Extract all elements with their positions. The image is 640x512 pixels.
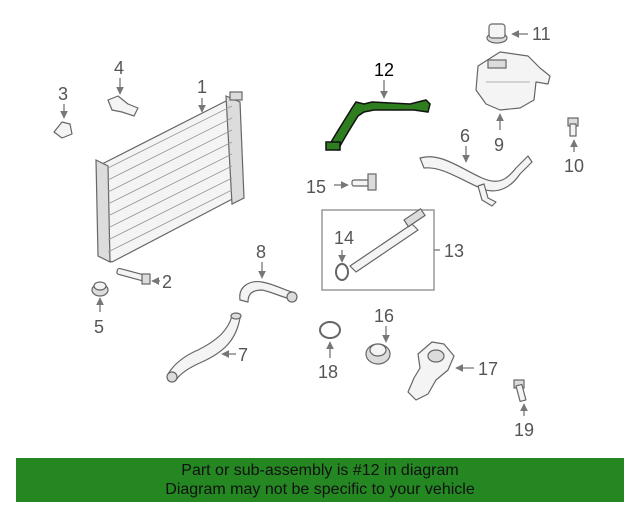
callout-13: 13 xyxy=(444,241,464,261)
callout-8: 8 xyxy=(256,242,266,262)
hose-part-6[interactable] xyxy=(419,155,533,207)
callout-7: 7 xyxy=(238,345,248,365)
bolt-part-15[interactable] xyxy=(351,173,377,191)
radiator-part[interactable] xyxy=(95,91,245,263)
mount-part-5[interactable] xyxy=(91,281,109,297)
clip-part-3[interactable] xyxy=(53,121,73,139)
bracket-part-4[interactable] xyxy=(107,95,139,117)
callout-9: 9 xyxy=(494,135,504,155)
callout-11: 11 xyxy=(532,24,551,44)
reservoir-part-9[interactable] xyxy=(475,51,551,111)
coolant-pipe-part-12[interactable] xyxy=(325,99,431,152)
callout-12: 12 xyxy=(374,60,394,80)
banner-line-1: Part or sub-assembly is #12 in diagram xyxy=(181,462,459,479)
callout-5: 5 xyxy=(94,317,104,337)
o-ring-part-14[interactable] xyxy=(335,263,349,281)
seal-part-18[interactable] xyxy=(319,321,341,339)
callout-4: 4 xyxy=(114,58,124,78)
housing-part-17[interactable] xyxy=(407,341,455,401)
callout-16: 16 xyxy=(374,306,394,326)
callout-6: 6 xyxy=(460,126,470,146)
callout-17: 17 xyxy=(478,359,498,379)
parts-diagram: 1 2 3 4 5 6 7 8 xyxy=(53,23,584,440)
bolt-part-2[interactable] xyxy=(116,267,151,285)
callout-3: 3 xyxy=(58,84,68,104)
callout-14: 14 xyxy=(334,228,354,248)
info-banner: Part or sub-assembly is #12 in diagram D… xyxy=(16,458,624,502)
banner-line-2: Diagram may not be specific to your vehi… xyxy=(165,481,475,498)
cap-part-11[interactable] xyxy=(486,23,508,44)
thermostat-part-16[interactable] xyxy=(365,343,391,365)
bolt-part-10[interactable] xyxy=(567,117,579,137)
hose-part-7[interactable] xyxy=(166,312,242,383)
callout-2: 2 xyxy=(162,272,172,292)
bolt-part-19[interactable] xyxy=(513,379,527,403)
callout-18: 18 xyxy=(318,362,338,382)
callout-1: 1 xyxy=(197,77,207,97)
tube-part-13[interactable] xyxy=(349,207,426,273)
hose-part-8[interactable] xyxy=(239,281,298,303)
callout-19: 19 xyxy=(514,420,534,440)
callout-15: 15 xyxy=(306,177,326,197)
callout-10: 10 xyxy=(564,156,584,176)
